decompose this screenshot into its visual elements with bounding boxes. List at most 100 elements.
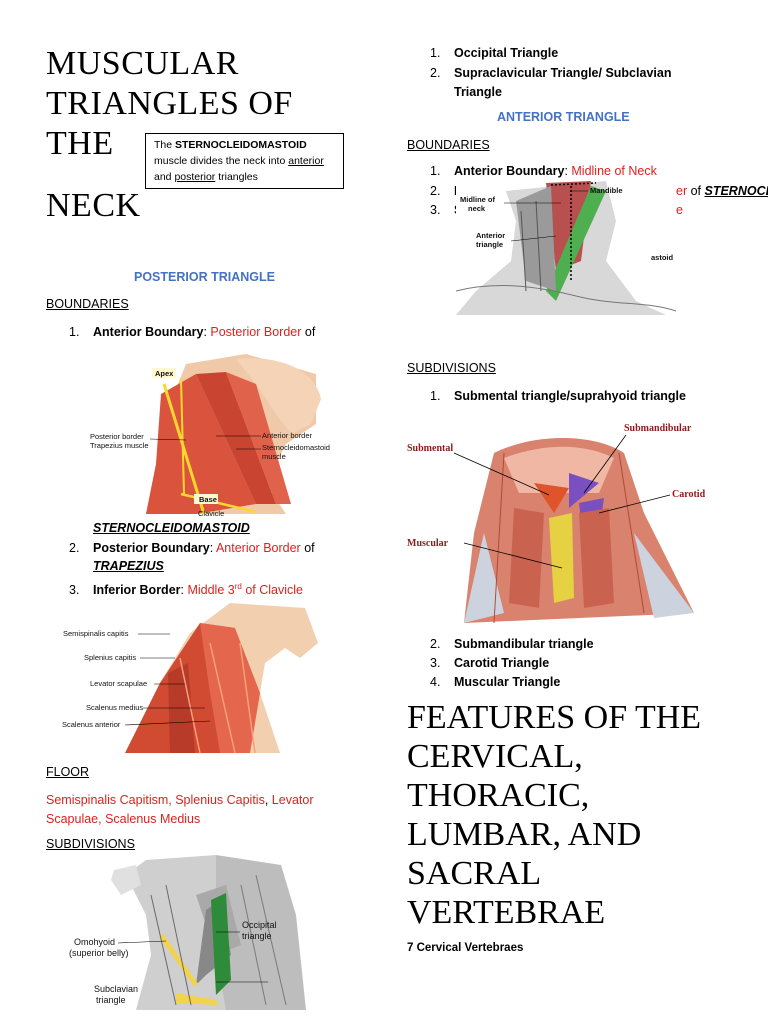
fig3-occipital-triangle-label: triangle (242, 931, 272, 941)
floor-text: Semispinalis Capitism, Splenius Capitis,… (46, 791, 351, 829)
trapezius-word: TRAPEZIUS (93, 559, 164, 573)
fig1-anterior-border-label: Anterior border (262, 431, 313, 440)
list-text: Submental triangle/suprahyoid triangle (454, 389, 686, 403)
item-colon: : (564, 164, 572, 178)
subdivisions-heading-left: SUBDIVISIONS (46, 837, 135, 851)
item-lead: I (454, 184, 458, 198)
fig4-midline-label: Midline of (460, 195, 495, 204)
anterior-triangle-heading: ANTERIOR TRIANGLE (497, 110, 630, 124)
item-muscle: STERNOCL (704, 184, 768, 198)
subdivision-list-item-1: 1. Occipital Triangle (430, 45, 558, 61)
fig3-subclavian-label: Subclavian (94, 984, 138, 994)
features-title-line-6: VERTEBRAE (407, 894, 606, 931)
posterior-boundary-2: 2. Posterior Boundary: Anterior Border of (69, 540, 315, 556)
callout-and: and (154, 171, 175, 183)
anterior-subdivisions-figure: Submandibular Submental Carotid Muscular (404, 413, 722, 635)
fig4-triangle-label: triangle (476, 240, 503, 249)
item-of: of (301, 325, 316, 339)
list-num: 1. (69, 325, 80, 339)
list-text: Supraclavicular Triangle/ Subclavian (454, 66, 672, 80)
title-line-3: THE (46, 125, 114, 162)
list-num: 1. (430, 164, 441, 178)
features-title-line-5: SACRAL (407, 855, 542, 892)
item-label: Anterior Boundary (454, 164, 565, 178)
item-label: Inferior Border (93, 583, 181, 598)
fig2-splenius-label: Splenius capitis (84, 653, 136, 662)
list-num: 4. (430, 675, 441, 689)
fig4-mandible-label: Mandible (590, 186, 623, 195)
fig5-submental-label: Submental (407, 443, 453, 454)
fig2-scalenus-medius-label: Scalenus medius (86, 703, 143, 712)
fig1-posterior-border-label: Posterior border (90, 432, 144, 441)
anterior-subdivision-4: 4. Muscular Triangle (430, 674, 560, 690)
item-colon: : (180, 583, 188, 598)
fig5-submandibular-label: Submandibular (624, 423, 692, 434)
callout-end: triangles (215, 171, 258, 183)
posterior-triangle-heading: POSTERIOR TRIANGLE (134, 270, 275, 284)
floor-comma: , (264, 793, 272, 807)
title-line-4: NECK (46, 187, 141, 224)
scm-callout-box: The STERNOCLEIDOMASTOID muscle divides t… (145, 133, 344, 189)
fig1-trapezius-label: Trapezius muscle (90, 441, 149, 450)
anterior-subdivision-3: 3. Carotid Triangle (430, 655, 549, 671)
callout-posterior: posterior (174, 171, 216, 183)
anterior-triangle-figure: Midline of neck Mandible Anterior triang… (456, 181, 676, 315)
fig3-superior-belly-label: (superior belly) (69, 948, 129, 958)
fig1-apex-label: Apex (155, 369, 174, 378)
list-num: 3. (430, 656, 441, 670)
posterior-subdivisions-figure: Occipital triangle Omohyoid (superior be… (66, 855, 340, 1010)
item-value-2: of Clavicle (241, 583, 303, 598)
list-num: 2. (430, 184, 441, 198)
features-title-line-4: LUMBAR, AND (407, 816, 642, 853)
subdivision-list-item-2: 2. Supraclavicular Triangle/ Subclavian (430, 65, 671, 81)
trapezius-continuation: TRAPEZIUS (93, 558, 164, 574)
callout-anterior: anterior (288, 155, 324, 167)
fig1-base-label: Base (199, 495, 217, 504)
callout-muscle: STERNOCLEIDOMASTOID (175, 139, 307, 151)
fig1-muscle-label: muscle (262, 452, 286, 461)
item-colon: : (209, 541, 216, 555)
list-num: 1. (430, 389, 441, 403)
fig4-astoid-label: astoid (651, 253, 674, 262)
item-value: Midline of Neck (571, 164, 657, 178)
callout-text: The (154, 139, 176, 151)
cervical-vertebrae-note: 7 Cervical Vertebraes (407, 942, 524, 954)
anterior-boundary-2: 2. I (430, 183, 457, 199)
item-sup: rd (234, 582, 242, 591)
features-title-line-3: THORACIC, (407, 777, 590, 814)
item-of: of (300, 541, 315, 555)
fig1-scm-label: Sternocleidomastoid (262, 443, 330, 452)
anterior-subdivision-1: 1. Submental triangle/suprahyoid triangle (430, 388, 686, 404)
list-num: 2. (430, 66, 441, 80)
item-value-tail: er (676, 184, 688, 198)
list-num: 3. (430, 203, 441, 217)
features-title-line-1: FEATURES OF THE (407, 699, 702, 736)
item-of: of (687, 184, 705, 198)
scm-continuation: STERNOCLEIDOMASTOID (93, 520, 250, 536)
anterior-boundary-3-tail: e (676, 203, 683, 217)
posterior-boundary-3: 3.Inferior Border: Middle 3rd of Clavicl… (69, 579, 303, 598)
item-value: Anterior Border (215, 541, 301, 555)
item-value: Middle 3 (187, 583, 235, 598)
posterior-boundary-1: 1.Anterior Boundary: Posterior Border of (69, 324, 315, 340)
boundaries-heading-right: BOUNDARIES (407, 138, 490, 152)
fig3-omohyoid-label: Omohyoid (74, 937, 115, 947)
fig1-clavicle-label: Clavicle (198, 509, 224, 518)
list-text: Occipital Triangle (454, 46, 559, 60)
features-title-line-2: CERVICAL, (407, 738, 583, 775)
list-num: 1. (430, 46, 441, 60)
subdivisions-heading-right: SUBDIVISIONS (407, 361, 496, 375)
fig3-occipital-label: Occipital (242, 920, 277, 930)
anterior-boundary-1: 1. Anterior Boundary: Midline of Neck (430, 163, 657, 179)
boundaries-heading-left: BOUNDARIES (46, 297, 129, 311)
fig5-muscular-label: Muscular (407, 538, 449, 549)
subdivision-list-item-2-cont: Triangle (454, 85, 502, 99)
item-label: Posterior Boundary (93, 541, 210, 555)
item-label: Anterior Boundary (93, 325, 204, 339)
list-text: Muscular Triangle (454, 675, 561, 689)
list-text: Carotid Triangle (454, 656, 550, 670)
list-num: 2. (69, 541, 80, 555)
fig2-semispinalis-label: Semispinalis capitis (63, 629, 129, 638)
fig2-scalenus-anterior-label: Scalenus anterior (62, 720, 121, 729)
fig4-anterior-label: Anterior (476, 231, 505, 240)
